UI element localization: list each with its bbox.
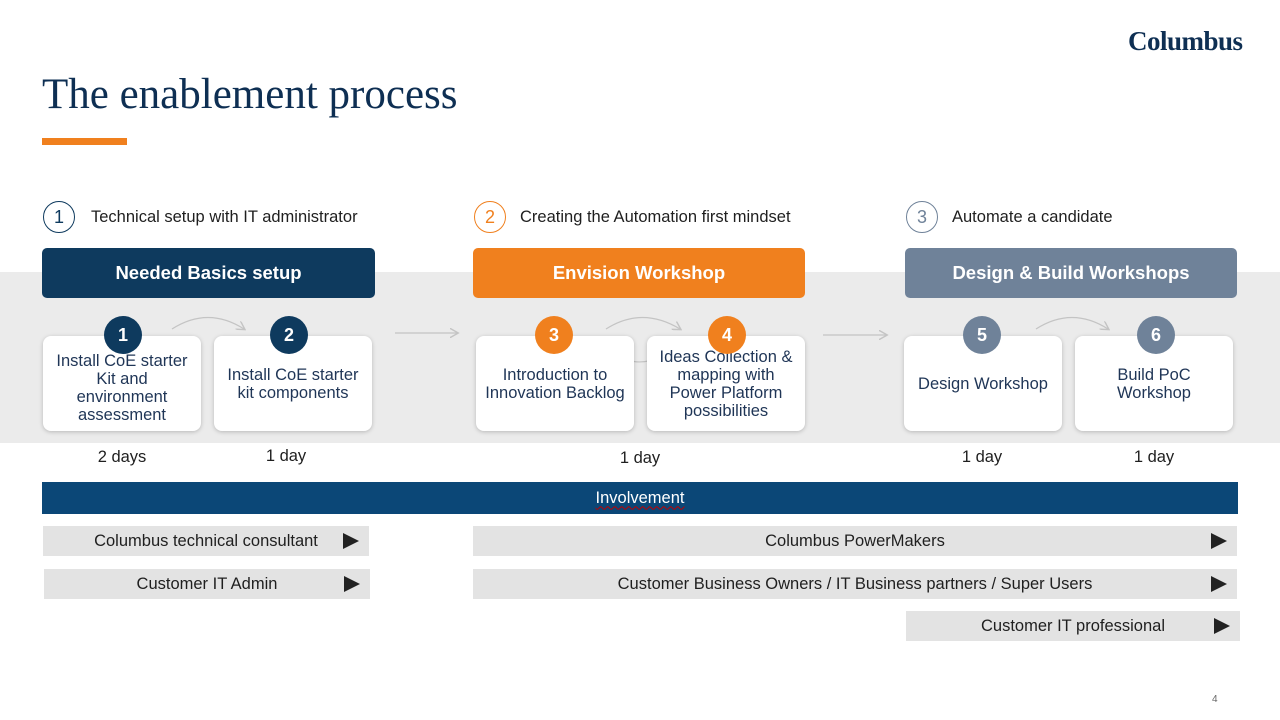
- envision-workshop-header: Envision Workshop: [473, 248, 805, 298]
- design-build-header: Design & Build Workshops: [905, 248, 1237, 298]
- role-label: Customer Business Owners / IT Business p…: [617, 574, 1093, 593]
- role-label: Customer IT professional: [980, 616, 1166, 635]
- step-1-duration: 2 days: [97, 448, 147, 466]
- columbus-logo: Columbus: [1128, 26, 1243, 56]
- play-arrow-icon: [343, 533, 359, 549]
- role-bar-columbus-technical-consultant: Columbus technical consultant: [43, 526, 369, 556]
- step-1-badge: 1: [104, 316, 142, 354]
- involvement-bar: Involvement: [42, 482, 1238, 514]
- phase-3-number: 3: [906, 201, 938, 233]
- step-5-badge: 5: [963, 316, 1001, 354]
- step-3-text: Introduction to Innovation Backlog: [485, 365, 625, 402]
- role-label: Columbus PowerMakers: [765, 531, 945, 550]
- play-arrow-icon: [1211, 533, 1227, 549]
- steps-background-band: [0, 272, 1280, 443]
- role-bar-customer-it-professional: Customer IT professional: [906, 611, 1240, 641]
- title-accent-rule: [42, 138, 127, 145]
- role-label: Customer IT Admin: [136, 574, 278, 593]
- step-2-badge: 2: [270, 316, 308, 354]
- page-number: 4: [1212, 694, 1218, 705]
- step-5-duration: 1 day: [961, 448, 1003, 466]
- step-6-duration: 1 day: [1133, 448, 1175, 466]
- step-1-text: Install CoE starter Kit and environment …: [56, 351, 188, 424]
- role-bar-customer-it-admin: Customer IT Admin: [44, 569, 370, 599]
- step-2-duration: 1 day: [265, 447, 307, 465]
- phase-1-number: 1: [43, 201, 75, 233]
- step-4-text: Ideas Collection & mapping with Power Pl…: [659, 347, 793, 420]
- envision-duration: 1 day: [619, 449, 661, 467]
- step-5-text: Design Workshop: [918, 374, 1048, 393]
- step-4-badge: 4: [708, 316, 746, 354]
- role-label: Columbus technical consultant: [94, 531, 318, 550]
- step-6-badge: 6: [1137, 316, 1175, 354]
- phase-1-label: Technical setup with IT administrator: [91, 208, 358, 226]
- phase-2-label: Creating the Automation first mindset: [520, 208, 791, 226]
- play-arrow-icon: [1214, 618, 1230, 634]
- phase-3-label: Automate a candidate: [952, 208, 1113, 226]
- play-arrow-icon: [1211, 576, 1227, 592]
- step-3-badge: 3: [535, 316, 573, 354]
- step-5-card: Design Workshop: [904, 336, 1062, 431]
- role-bar-columbus-powermakers: Columbus PowerMakers: [473, 526, 1237, 556]
- play-arrow-icon: [344, 576, 360, 592]
- step-6-text: Build PoC Workshop: [1117, 365, 1191, 402]
- phase-2-number: 2: [474, 201, 506, 233]
- page-title: The enablement process: [42, 71, 458, 118]
- step-2-text: Install CoE starter kit components: [227, 365, 359, 402]
- role-bar-customer-business-owners: Customer Business Owners / IT Business p…: [473, 569, 1237, 599]
- needed-basics-header: Needed Basics setup: [42, 248, 375, 298]
